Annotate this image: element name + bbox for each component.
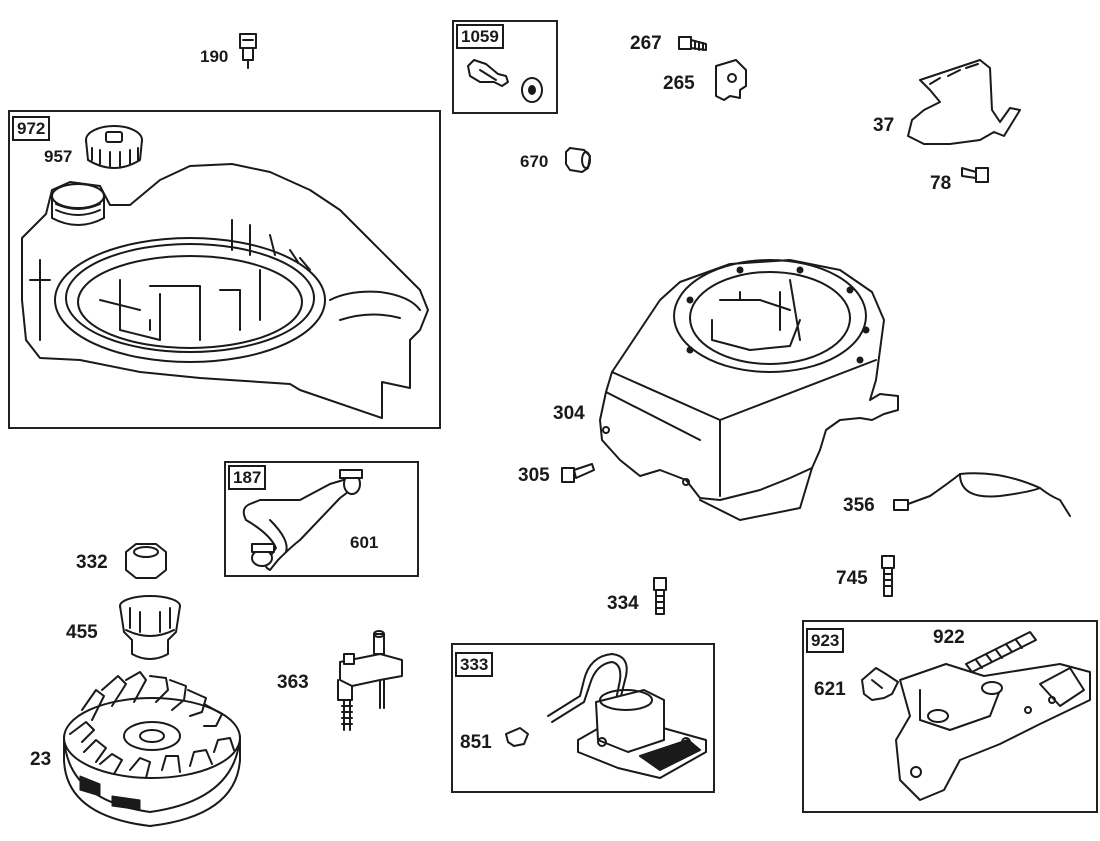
part-356-wire <box>893 472 1071 517</box>
part-957-fuel-cap <box>85 125 143 169</box>
part-37-shield <box>907 59 1021 145</box>
group-box-187 <box>224 461 419 577</box>
group-box-923 <box>802 620 1098 813</box>
part-label-334: 334 <box>607 593 639 614</box>
part-label-670: 670 <box>520 152 549 171</box>
part-label-304: 304 <box>553 403 585 424</box>
part-923-control-bracket <box>895 663 1091 801</box>
part-label-601: 601 <box>350 533 379 552</box>
part-745-bolt <box>881 555 895 597</box>
group-label-333: 333 <box>455 652 494 677</box>
part-label-363: 363 <box>277 672 309 693</box>
part-601-fuel-line <box>242 469 363 571</box>
part-333-ignition-armature <box>547 653 707 779</box>
part-304-blower-housing <box>599 259 899 521</box>
part-334-bolt <box>653 577 667 615</box>
part-label-332: 332 <box>76 552 108 573</box>
part-label-621: 621 <box>814 679 846 700</box>
part-851-clip <box>505 727 529 747</box>
part-label-78: 78 <box>930 173 952 194</box>
part-972-fuel-tank <box>21 163 429 419</box>
part-267-screw <box>678 36 707 51</box>
part-190-fitting <box>239 33 257 69</box>
part-670-bushing <box>565 147 591 173</box>
group-label-972: 972 <box>12 116 51 141</box>
part-332-nut <box>125 543 167 579</box>
part-label-305: 305 <box>518 465 550 486</box>
part-label-37: 37 <box>873 115 895 136</box>
part-label-356: 356 <box>843 495 875 516</box>
part-label-267: 267 <box>630 33 662 54</box>
part-305-screw <box>561 463 595 483</box>
part-363-bracket <box>337 630 403 731</box>
part-78-screw <box>961 167 989 183</box>
part-265-clip <box>715 59 747 101</box>
group-box-333 <box>451 643 715 793</box>
part-922-spring <box>965 631 1037 673</box>
group-box-972 <box>8 110 441 429</box>
group-label-187: 187 <box>228 465 267 490</box>
part-label-23: 23 <box>30 749 52 770</box>
part-23-flywheel <box>63 671 241 827</box>
part-label-957: 957 <box>44 147 73 166</box>
part-1059-bolt-washer <box>467 59 543 103</box>
group-label-923: 923 <box>806 628 845 653</box>
part-label-265: 265 <box>663 73 695 94</box>
group-box-1059 <box>452 20 558 114</box>
part-621-link <box>861 667 899 701</box>
part-455-starter-cup <box>119 595 181 660</box>
group-label-1059: 1059 <box>456 24 504 49</box>
part-label-455: 455 <box>66 622 98 643</box>
part-label-190: 190 <box>200 47 229 66</box>
part-label-745: 745 <box>836 568 868 589</box>
part-label-851: 851 <box>460 732 492 753</box>
part-label-922: 922 <box>933 627 965 648</box>
